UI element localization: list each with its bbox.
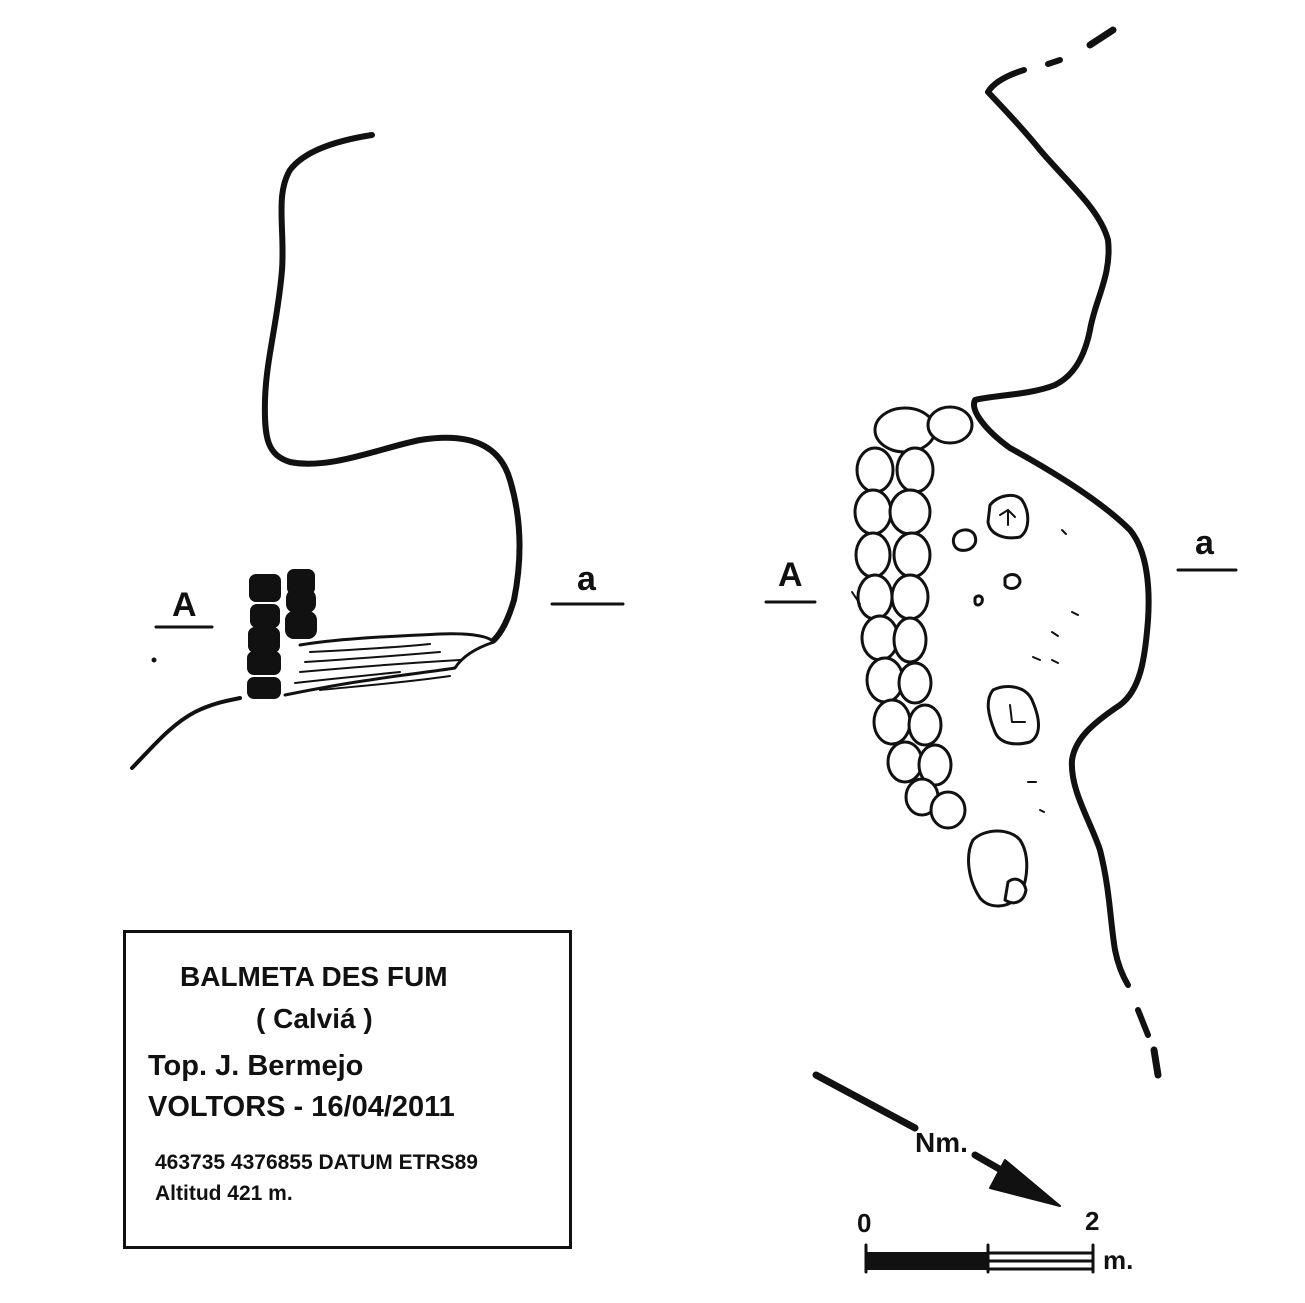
scale-end-label: 2	[1085, 1206, 1100, 1236]
plan-stone-wall	[853, 405, 974, 830]
scale-unit-label: m.	[1103, 1245, 1134, 1275]
section-wall-outline	[261, 132, 523, 643]
cave-name: BALMETA DES FUM	[180, 961, 448, 992]
plan-wall-right	[971, 67, 1152, 988]
coordinates: 463735 4376855 DATUM ETRS89	[155, 1151, 478, 1174]
scale-bar	[864, 1243, 1095, 1274]
section-label-right: a	[577, 560, 596, 598]
plan-floor-marks	[851, 529, 1079, 813]
plan-label-left: A	[778, 556, 803, 594]
altitude: Altitud 421 m.	[155, 1182, 293, 1205]
north-arrow-label: Nm.	[915, 1127, 968, 1158]
scale-start-label: 0	[857, 1208, 872, 1238]
municipality: ( Calviá )	[256, 1003, 373, 1034]
section-profile	[130, 132, 625, 770]
group-date: VOLTORS - 16/04/2011	[148, 1091, 455, 1123]
plan-label-right: a	[1195, 524, 1214, 562]
north-arrow	[812, 1071, 1061, 1207]
section-floor-fill	[283, 632, 496, 697]
section-label-left: A	[172, 586, 197, 624]
section-floor-line	[130, 696, 242, 770]
surveyor: Top. J. Bermejo	[148, 1050, 364, 1082]
title-block: BALMETA DES FUM ( Calviá ) Top. J. Berme…	[123, 930, 572, 1249]
plan-view	[764, 26, 1238, 1079]
section-wall-blocks	[247, 569, 317, 699]
plan-boulders	[951, 493, 1040, 908]
